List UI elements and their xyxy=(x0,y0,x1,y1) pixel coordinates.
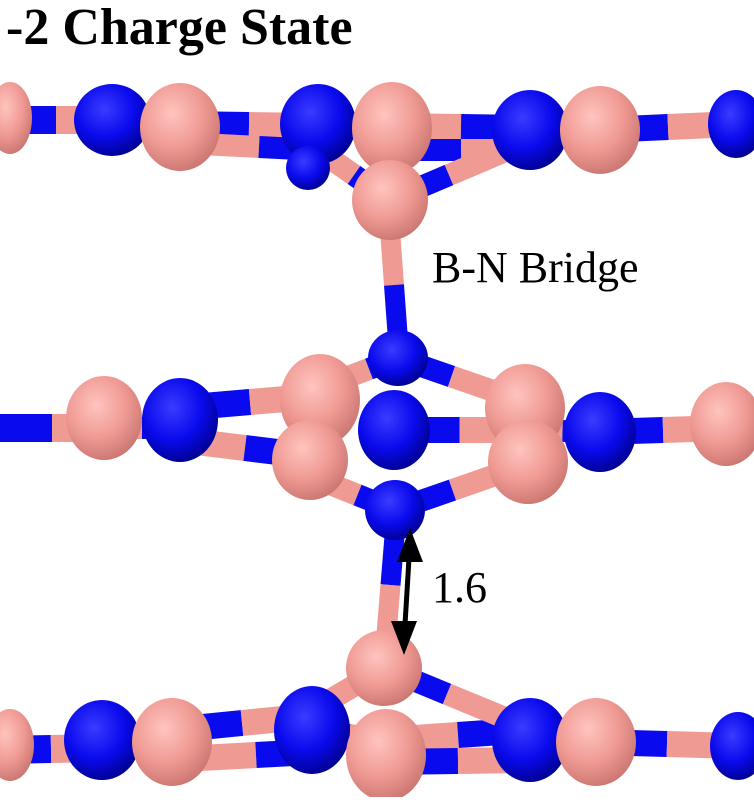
nitrogen-atom xyxy=(710,712,754,780)
atoms xyxy=(0,82,754,801)
boron-atom xyxy=(272,420,348,500)
arrow-head-up xyxy=(397,528,423,562)
nitrogen-atom xyxy=(564,392,636,472)
boron-atom xyxy=(352,160,428,240)
nitrogen-atom xyxy=(142,378,218,462)
boron-atom xyxy=(488,420,568,504)
nitrogen-atom xyxy=(74,84,150,156)
boron-atom xyxy=(132,698,212,786)
boron-atom xyxy=(346,709,426,801)
nitrogen-atom xyxy=(64,700,140,780)
boron-atom xyxy=(690,382,754,466)
boron-atom xyxy=(0,709,34,781)
bond-distance-label: 1.6 xyxy=(432,563,487,612)
boron-atom xyxy=(0,82,32,154)
nitrogen-atom xyxy=(368,330,428,386)
top-layer-bond xyxy=(444,139,513,186)
boron-atom xyxy=(66,376,142,460)
nitrogen-atom xyxy=(274,686,350,774)
boron-atom xyxy=(556,698,636,786)
boron-atom xyxy=(346,630,422,706)
distance-arrow xyxy=(391,528,423,655)
boron-atom xyxy=(140,83,220,171)
nitrogen-atom xyxy=(365,480,425,540)
boron-atom xyxy=(560,86,640,174)
arrow-head-down xyxy=(391,621,417,655)
nitrogen-atom xyxy=(492,698,568,782)
nitrogen-atom xyxy=(280,84,356,164)
nitrogen-atom xyxy=(708,90,754,158)
nitrogen-atom xyxy=(358,390,430,470)
nitrogen-atom xyxy=(492,90,568,170)
nitrogen-atom xyxy=(286,146,330,190)
boron-atom xyxy=(352,82,432,174)
bridge-label: B-N Bridge xyxy=(432,243,639,292)
figure-title: -2 Charge State xyxy=(6,0,353,56)
